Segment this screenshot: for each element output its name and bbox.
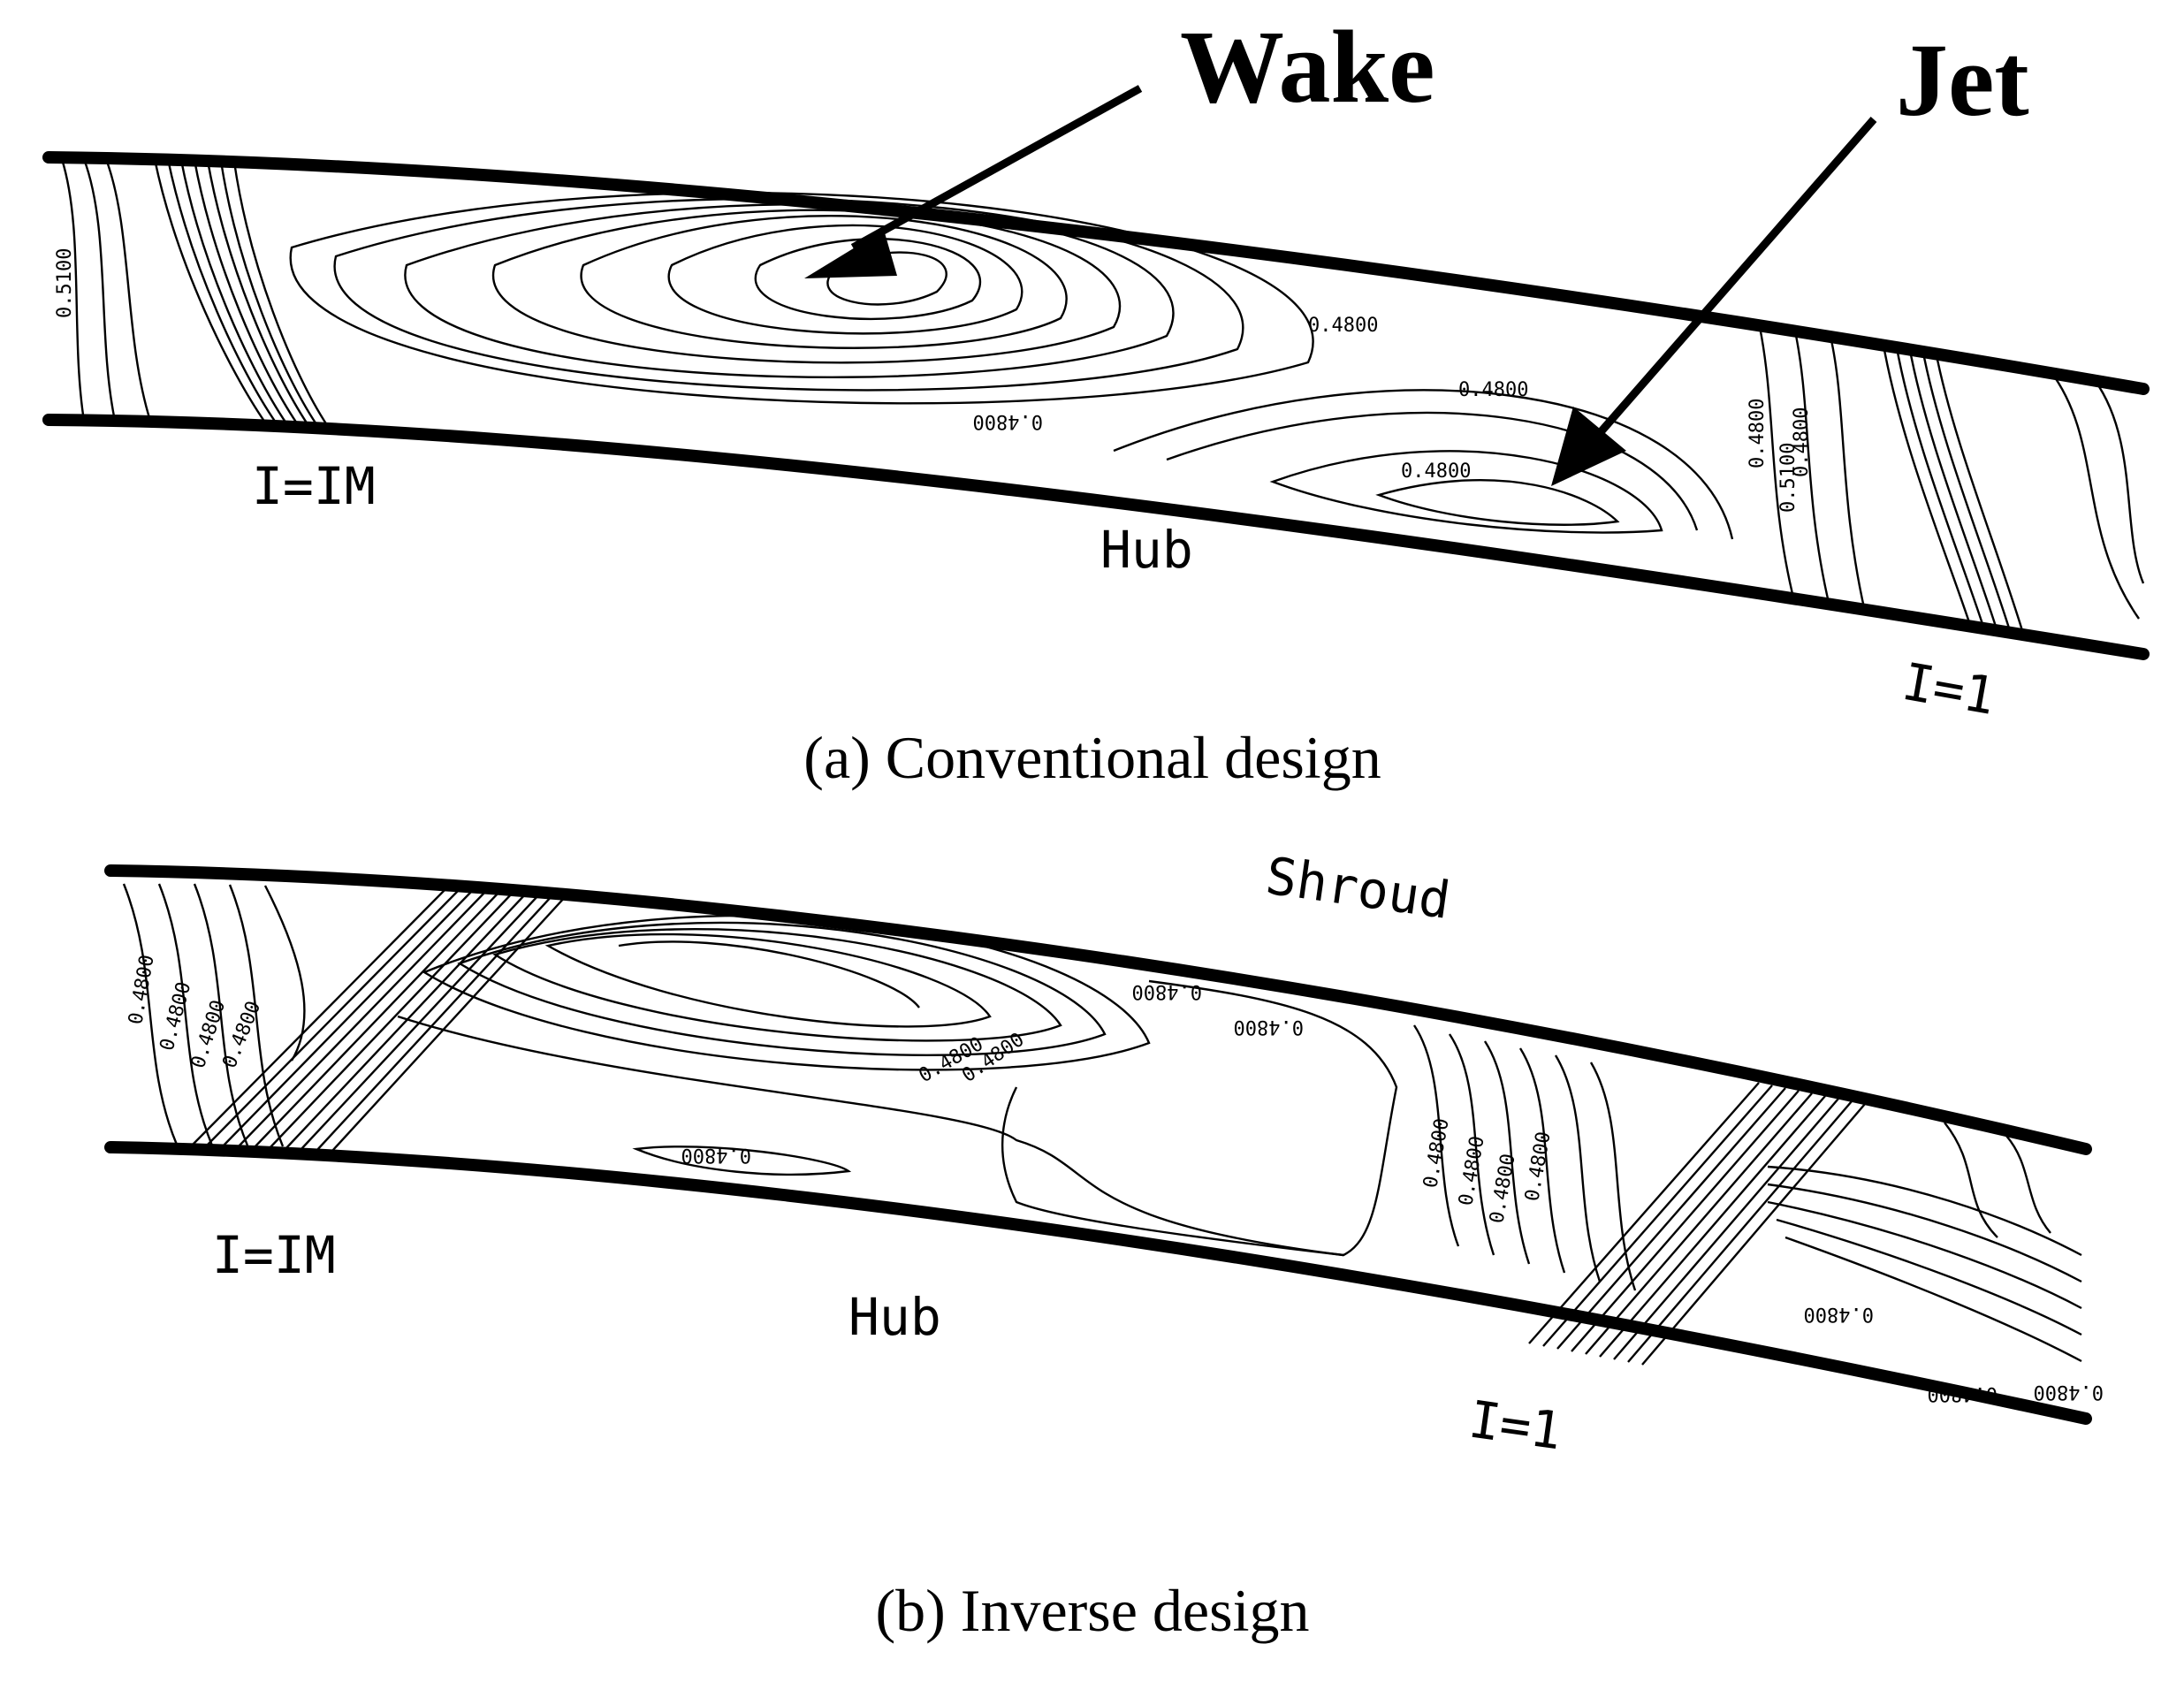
panel-b-left-blade-band bbox=[189, 887, 567, 1152]
panel-a-contour-label: 0.4800 bbox=[1401, 460, 1471, 483]
panel-b-contour-label: 0.4800 bbox=[1455, 1134, 1488, 1207]
panel-a-hub-label: Hub bbox=[1100, 520, 1193, 580]
panel-b-shroud-label: Shroud bbox=[1262, 846, 1454, 931]
panel-a-jet-label: Jet bbox=[1896, 22, 2029, 138]
panel-b-hub-label: Hub bbox=[848, 1287, 941, 1347]
panel-b-outlet-label: I=1 bbox=[1465, 1389, 1565, 1462]
panel-b-hub-wall bbox=[104, 1141, 2092, 1425]
panel-a-right-blade-band bbox=[1757, 322, 2145, 637]
panel-a-hub-wall bbox=[42, 414, 2150, 660]
panel-b-outlet-contours bbox=[1767, 1122, 2082, 1363]
panel-a-contour-label: 0.5100 bbox=[54, 248, 76, 318]
panel-b-shroud-wall bbox=[104, 864, 2092, 1155]
panel-b-contour-label: 0.4800 bbox=[2034, 1381, 2104, 1403]
panel-b-contour-label: 0.4800 bbox=[681, 1144, 751, 1166]
panel-a-wake-arrow bbox=[804, 85, 1143, 278]
panel-a-jet-arrow bbox=[1551, 117, 1877, 486]
panel-b-contour-label: 0.4800 bbox=[1928, 1382, 1998, 1404]
panel-b-caption: (b) Inverse design bbox=[876, 1577, 1310, 1644]
panel-b-inlet-label: I=IM bbox=[212, 1225, 336, 1285]
panel-a-caption: (a) Conventional design bbox=[803, 724, 1381, 791]
panel-b-contour-label: 0.4800 bbox=[125, 953, 158, 1026]
panel-a-contour-label: 0.4800 bbox=[1746, 399, 1769, 468]
panel-a-inlet-label: I=IM bbox=[252, 456, 376, 516]
panel-a-contour-label: 0.4800 bbox=[1791, 407, 1813, 477]
panel-a-shroud-wall bbox=[42, 151, 2150, 395]
panel-b-mid-contours bbox=[1001, 979, 1637, 1291]
panel-b-contour-label: 0.4800 bbox=[156, 979, 196, 1053]
panel-b-right-blade-band bbox=[1528, 1082, 1866, 1366]
panel-a-wake-contours bbox=[289, 192, 1314, 405]
panel-b-contour-label: 0.4800 bbox=[1234, 1016, 1304, 1038]
panel-a-conventional: 0.5100 0.4800 0.4800 0.4800 0.4800 0.480… bbox=[42, 9, 2150, 791]
panel-a-jet-contours bbox=[1113, 389, 1734, 540]
panel-a-contour-label: 0.4800 bbox=[973, 410, 1043, 432]
panel-b-contour-label: 0.4800 bbox=[1132, 980, 1202, 1002]
panel-b-contour-label: 0.4800 bbox=[1419, 1116, 1453, 1190]
panel-a-contour-label: 0.5100 bbox=[1777, 443, 1800, 513]
panel-a-wake-label: Wake bbox=[1180, 9, 1435, 125]
panel-a-outlet-label: I=1 bbox=[1899, 651, 2000, 727]
panel-b-contour-label: 0.4800 bbox=[1521, 1130, 1555, 1203]
panel-a-left-blade-band bbox=[60, 158, 329, 426]
panel-b-suction-contours bbox=[397, 915, 1344, 1257]
panel-a-contour-label: 0.4800 bbox=[1458, 379, 1528, 401]
panel-b-inverse: 0.4800 0.4800 0.4800 0.4800 0.4800 0.480… bbox=[104, 846, 2104, 1644]
panel-a-contour-label: 0.4800 bbox=[1308, 315, 1378, 337]
panel-b-contour-label: 0.4800 bbox=[1804, 1303, 1874, 1325]
